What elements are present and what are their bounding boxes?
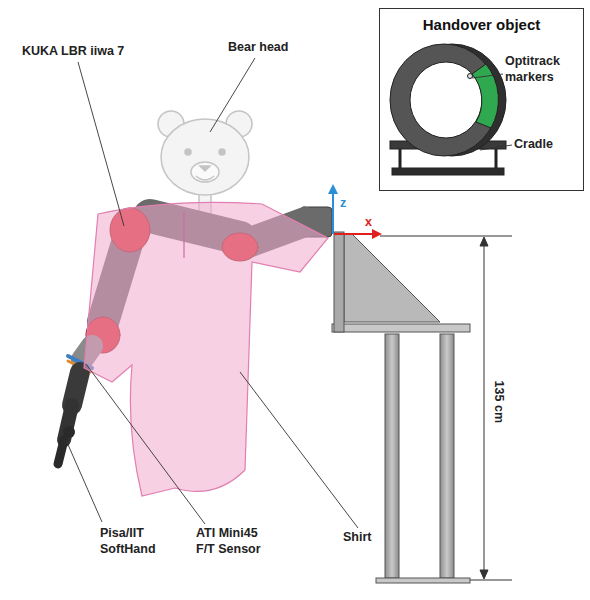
panel-title: Handover object xyxy=(380,9,583,33)
robot-name: KUKA LBR iiwa 7 xyxy=(22,44,152,60)
bear-head xyxy=(158,111,252,214)
dimension: 135 cm xyxy=(490,372,506,432)
part-name: Optitrack markers xyxy=(505,54,581,85)
leader-lines xyxy=(66,58,512,528)
part-name: Pisa/IIT SoftHand xyxy=(100,526,170,557)
dimension-line xyxy=(380,236,512,580)
handover-object xyxy=(390,44,506,175)
part-name: Cradle xyxy=(514,137,574,153)
box-ground xyxy=(379,9,583,190)
shirt-seam xyxy=(183,212,184,258)
axis-name: x xyxy=(365,215,379,231)
part-name: Bear head xyxy=(228,40,318,56)
shirt xyxy=(84,202,328,496)
axis-name: z xyxy=(340,196,354,212)
framed-panel: Handover object xyxy=(379,8,584,191)
axes xyxy=(328,184,382,239)
part-name: Shirt xyxy=(343,530,393,546)
table xyxy=(332,232,470,583)
part-name: ATI Mini45 F/T Sensor xyxy=(196,526,276,557)
